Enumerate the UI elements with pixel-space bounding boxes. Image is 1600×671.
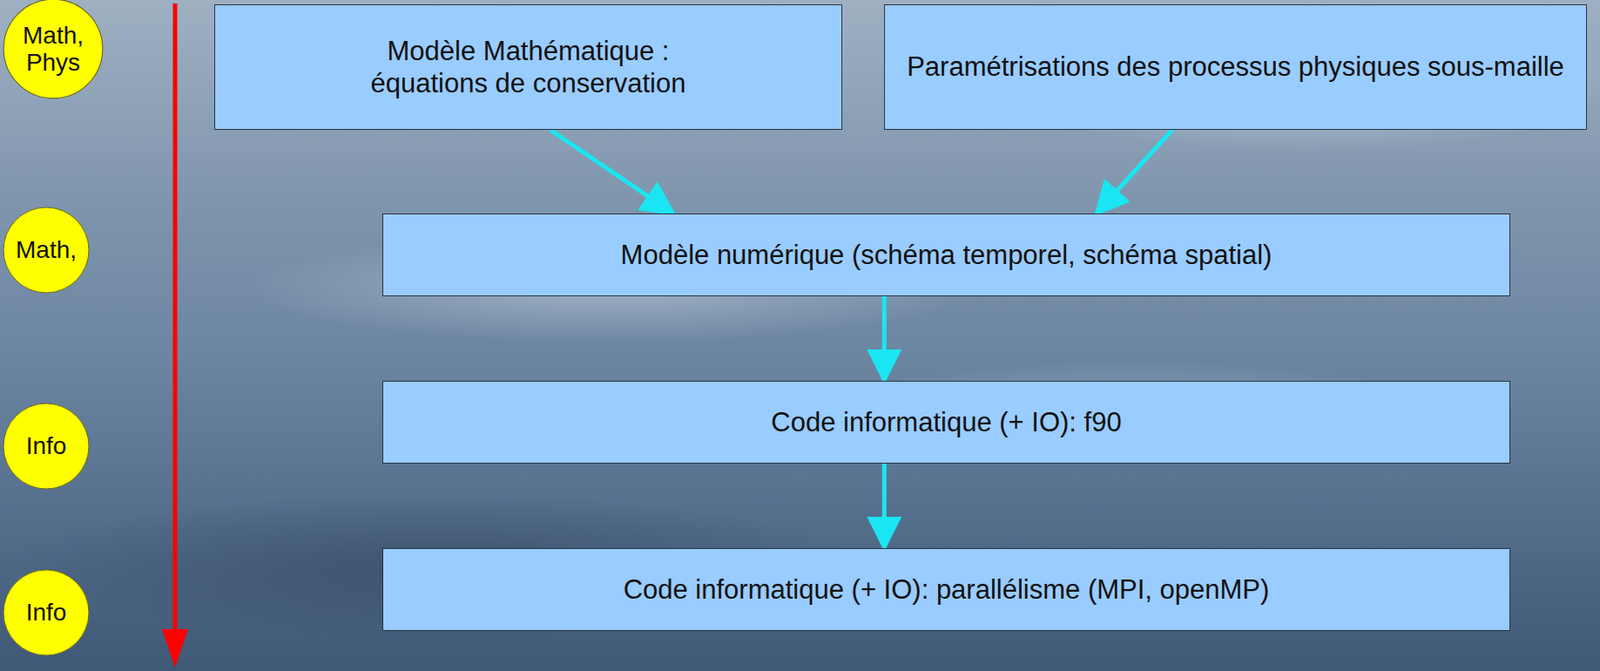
process-box: Paramétrisations des processus physiques…	[884, 4, 1587, 130]
yellow-circle: Math, Phys	[2, 0, 104, 100]
process-box: Code informatique (+ IO): parallélisme (…	[382, 547, 1511, 631]
red-axis-line	[173, 3, 178, 629]
circle-label: Info	[26, 432, 68, 460]
box-label: Paramétrisations des processus physiques…	[906, 50, 1565, 83]
circle-label: Info	[26, 598, 68, 626]
circle-shape	[3, 569, 89, 655]
flow-arrow	[882, 463, 887, 548]
box-label: Code informatique (+ IO): parallélisme (…	[623, 573, 1270, 606]
circle-shape	[3, 403, 89, 489]
box-label: Code informatique (+ IO): f90	[770, 405, 1121, 439]
circle-label: Math,	[15, 236, 77, 264]
circle-shape	[3, 207, 89, 293]
flow-arrow	[1096, 129, 1173, 214]
flow-arrow	[882, 296, 887, 381]
yellow-circle: Info	[2, 402, 90, 490]
flow-arrow	[550, 129, 674, 214]
red-axis-head	[162, 628, 189, 668]
circle-label: Math, Phys	[2, 21, 104, 77]
process-box: Code informatique (+ IO): f90	[382, 380, 1511, 464]
box-label: Modèle Mathématique : équations de conse…	[227, 34, 830, 100]
box-label: Modèle numérique (schéma temporel, schém…	[621, 238, 1273, 271]
yellow-circle: Info	[2, 568, 90, 656]
process-box: Modèle numérique (schéma temporel, schém…	[382, 213, 1511, 297]
yellow-circle: Math,	[2, 206, 90, 294]
process-box: Modèle Mathématique : équations de conse…	[214, 4, 843, 130]
